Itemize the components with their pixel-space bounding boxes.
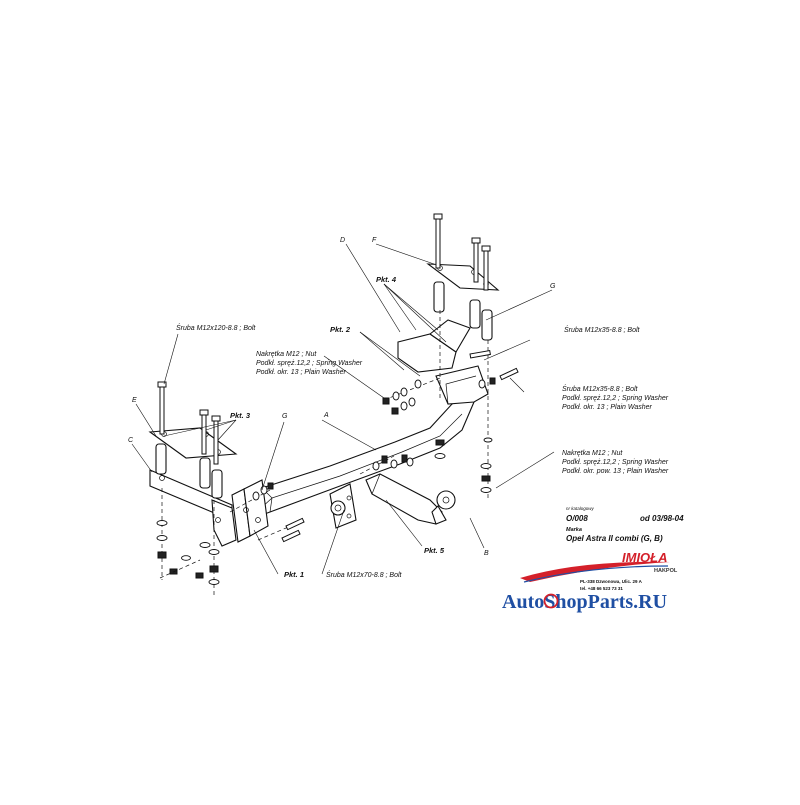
label-b: B: [484, 550, 489, 557]
logo-address: PL-338 Dzwonowa, Ulic. 29 A: [580, 579, 643, 584]
callout-bolt-70: Śruba M12x70-8.8 ; Bolt: [326, 570, 403, 579]
logo-phone: tel. +48 66 523 73 31: [580, 586, 623, 591]
callout-nut-1: Nakrętka M12 ; Nut: [256, 351, 317, 358]
logo-sub: HAKPOL: [654, 568, 678, 574]
watermark-wheel-icon: [543, 593, 559, 609]
ball-fasteners: [359, 454, 414, 475]
left-fasteners: [156, 488, 220, 596]
label-g-right: G: [550, 283, 556, 290]
bracket-d: [397, 319, 489, 405]
label-pkt4: Pkt. 4: [376, 275, 397, 284]
vehicle-name: Opel Astra II combi (G, B): [566, 534, 663, 543]
label-d: D: [340, 237, 345, 244]
leader-lines: [131, 243, 555, 575]
watermark: AutoShopParts.RU: [502, 591, 667, 613]
callout-bolt-35-top: Śruba M12x35-8.8 ; Bolt: [564, 325, 641, 334]
callout-nut-right-1: Nakrętka M12 ; Nut: [562, 450, 623, 457]
label-pkt2: Pkt. 2: [330, 325, 351, 334]
bracket-fasteners-left: [229, 482, 305, 543]
bolts-top-right: [433, 213, 491, 291]
brand-label: Marka: [566, 527, 582, 533]
label-pkt1: Pkt. 1: [284, 570, 304, 579]
callout-bolt35-right-3: Podkł. okr. 13 ; Plain Washer: [562, 404, 653, 411]
production-date: od 03/98-04: [640, 514, 684, 523]
socket-plate: [329, 483, 357, 529]
model-number: O/008: [566, 514, 588, 523]
label-pkt5: Pkt. 5: [424, 546, 445, 555]
callout-texts: Śruba M12x120-8.8 ; Bolt Śruba M12x35-8.…: [176, 323, 669, 579]
ball-mount-b: [365, 473, 456, 525]
callout-bolt-120: Śruba M12x120-8.8 ; Bolt: [176, 323, 256, 332]
pkt2-fasteners: [382, 377, 441, 415]
right-fasteners: [434, 310, 519, 498]
catalog-number-label: nr katalogowy: [566, 506, 595, 511]
spacer-tubes-right: [433, 281, 493, 341]
label-a: A: [323, 412, 329, 419]
callout-bolt35-right-2: Podkł. spręż.12,2 ; Spring Washer: [562, 395, 669, 402]
callout-nut-2: Podkł. spręż.12,2 ; Spring Washer: [256, 360, 363, 367]
label-e: E: [132, 397, 137, 404]
bracket-g-left: [231, 479, 269, 543]
label-f: F: [372, 237, 377, 244]
label-pkt3: Pkt. 3: [230, 411, 251, 420]
spacer-tubes-left: [155, 443, 223, 499]
logo-brand: IMIOŁA: [622, 550, 668, 565]
callout-nut-3: Podkł. okr. 13 ; Plain Washer: [256, 369, 347, 376]
callout-nut-right-2: Podkł. spręż.12,2 ; Spring Washer: [562, 459, 669, 466]
pkt-labels: Pkt. 1 Pkt. 2 Pkt. 3 Pkt. 4 Pkt. 5: [230, 275, 445, 579]
label-c: C: [128, 437, 134, 444]
label-g-left: G: [282, 413, 288, 420]
bracket-c: [149, 469, 237, 547]
watermark-text: AutoShopParts.RU: [502, 591, 667, 613]
imiola-logo: IMIOŁA HAKPOL PL-338 Dzwonowa, Ulic. 29 …: [520, 550, 678, 591]
bolts-m12x120: [157, 381, 221, 465]
part-letters: A B C D E F G G: [128, 237, 556, 557]
callout-bolt35-right-1: Śruba M12x35-8.8 ; Bolt: [562, 384, 639, 393]
info-block: nr katalogowy O/008 od 03/98-04 Marka Op…: [566, 506, 684, 543]
callout-nut-right-3: Podkł. okr. pow. 13 ; Plain Washer: [562, 468, 669, 475]
